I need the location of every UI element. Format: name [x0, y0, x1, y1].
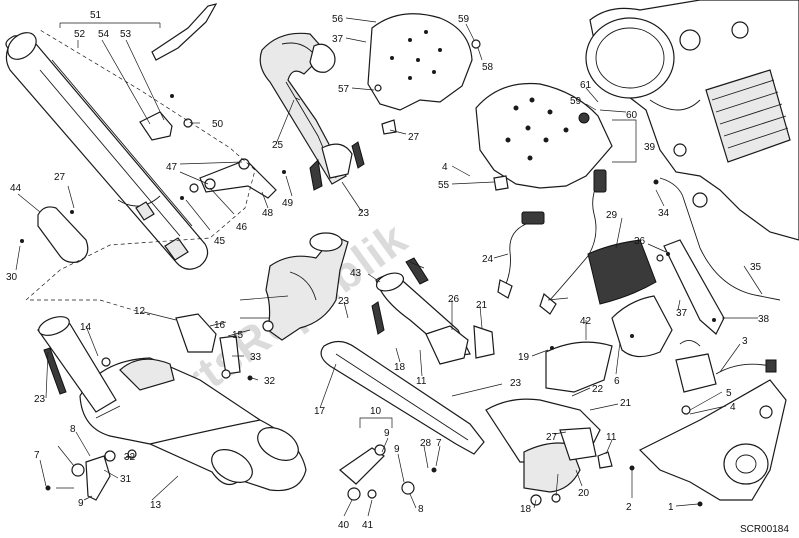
callout-12: 12: [134, 306, 146, 317]
callout-57: 57: [338, 84, 350, 95]
callout-33: 33: [250, 352, 262, 363]
callout-52: 52: [74, 29, 86, 40]
callout-32b: 32: [124, 452, 136, 463]
callout-39: 39: [644, 142, 656, 153]
callout-59b: 59: [570, 96, 582, 107]
lambda-sensor-cable: [659, 177, 781, 301]
callout-11a: 11: [416, 376, 427, 387]
mid-pipe-joint: [265, 235, 349, 341]
callout-18a: 18: [394, 362, 406, 373]
callout-4a: 4: [442, 162, 448, 173]
callout-10: 10: [370, 406, 382, 417]
callout-labels: 51 52 54 53 50 47 48 49 46 45 44 27 30 5…: [6, 10, 770, 531]
callout-61: 61: [580, 80, 592, 91]
lambda-sensor-connector: [593, 169, 607, 193]
engine-crankcase: [585, 0, 799, 241]
callout-17: 17: [314, 406, 326, 417]
callout-34: 34: [658, 208, 670, 219]
callout-50: 50: [212, 119, 224, 130]
callout-27a: 27: [54, 172, 66, 183]
callout-8b: 8: [418, 504, 424, 515]
callout-38: 38: [758, 314, 770, 325]
callout-3: 3: [742, 336, 748, 347]
callout-47: 47: [166, 162, 178, 173]
leader-lines: [15, 17, 763, 517]
silencer-heat-guard: [37, 206, 89, 263]
callout-21b: 21: [620, 398, 632, 409]
callout-25: 25: [272, 140, 284, 151]
exhaust-valve-cover: [587, 239, 657, 305]
callout-27c: 27: [546, 432, 558, 443]
callout-51: 51: [90, 10, 102, 21]
silencer-assembly: [5, 32, 209, 270]
callout-27b: 27: [408, 132, 420, 143]
callout-14: 14: [80, 322, 92, 333]
callout-26: 26: [448, 294, 460, 305]
diagram-code: SCR00184: [740, 524, 789, 535]
callout-5: 5: [726, 388, 732, 399]
callout-59a: 59: [458, 14, 470, 25]
callout-8a: 8: [70, 424, 76, 435]
callout-23c: 23: [34, 394, 46, 405]
exhaust-valve-bracket: [638, 379, 787, 501]
callout-30: 30: [6, 272, 18, 283]
callout-41: 41: [362, 520, 374, 531]
callout-58: 58: [482, 62, 494, 73]
callout-55: 55: [438, 180, 450, 191]
callout-49: 49: [282, 198, 294, 209]
exhaust-valve-motor: [675, 353, 717, 393]
callout-53: 53: [120, 29, 132, 40]
callout-32a: 32: [264, 376, 276, 387]
callout-54: 54: [98, 29, 110, 40]
callout-23d: 23: [510, 378, 522, 389]
callout-22: 22: [592, 384, 604, 395]
callout-31: 31: [120, 474, 132, 485]
callout-20: 20: [578, 488, 590, 499]
exhaust-collector: [79, 357, 307, 492]
callout-9a: 9: [384, 428, 390, 439]
callout-19: 19: [518, 352, 530, 363]
callout-23a: 23: [358, 208, 370, 219]
header-heat-shield: [367, 13, 473, 111]
callout-37b: 37: [676, 308, 688, 319]
callout-11b: 11: [606, 432, 617, 443]
silencer-bracket: [139, 111, 173, 141]
callout-36: 36: [634, 236, 646, 247]
callout-56: 56: [332, 14, 344, 25]
callout-1: 1: [668, 502, 674, 513]
callout-15: 15: [232, 330, 244, 341]
callout-37a: 37: [332, 34, 344, 45]
callout-7a: 7: [436, 438, 442, 449]
callout-9b: 9: [78, 498, 84, 509]
callout-21a: 21: [476, 300, 488, 311]
callout-6: 6: [614, 376, 620, 387]
rear-header-heat-shield: [475, 82, 613, 189]
callout-48: 48: [262, 208, 274, 219]
callout-13: 13: [150, 500, 162, 511]
callout-42: 42: [580, 316, 592, 327]
callout-35: 35: [750, 262, 762, 273]
callout-60: 60: [626, 110, 638, 121]
callout-29: 29: [606, 210, 618, 221]
callout-43a: 43: [350, 268, 362, 279]
callout-9c: 9: [394, 444, 400, 455]
callout-40: 40: [338, 520, 350, 531]
callout-45: 45: [214, 236, 226, 247]
callout-16: 16: [214, 320, 226, 331]
callout-2: 2: [626, 502, 632, 513]
callout-23b: 23: [338, 296, 350, 307]
callout-44: 44: [10, 183, 22, 194]
callout-18b: 18: [520, 504, 532, 515]
callout-7b: 7: [34, 450, 40, 461]
callout-4b: 4: [730, 402, 736, 413]
callout-28a: 28: [420, 438, 432, 449]
callout-46: 46: [236, 222, 248, 233]
callout-24a: 24: [482, 254, 494, 265]
